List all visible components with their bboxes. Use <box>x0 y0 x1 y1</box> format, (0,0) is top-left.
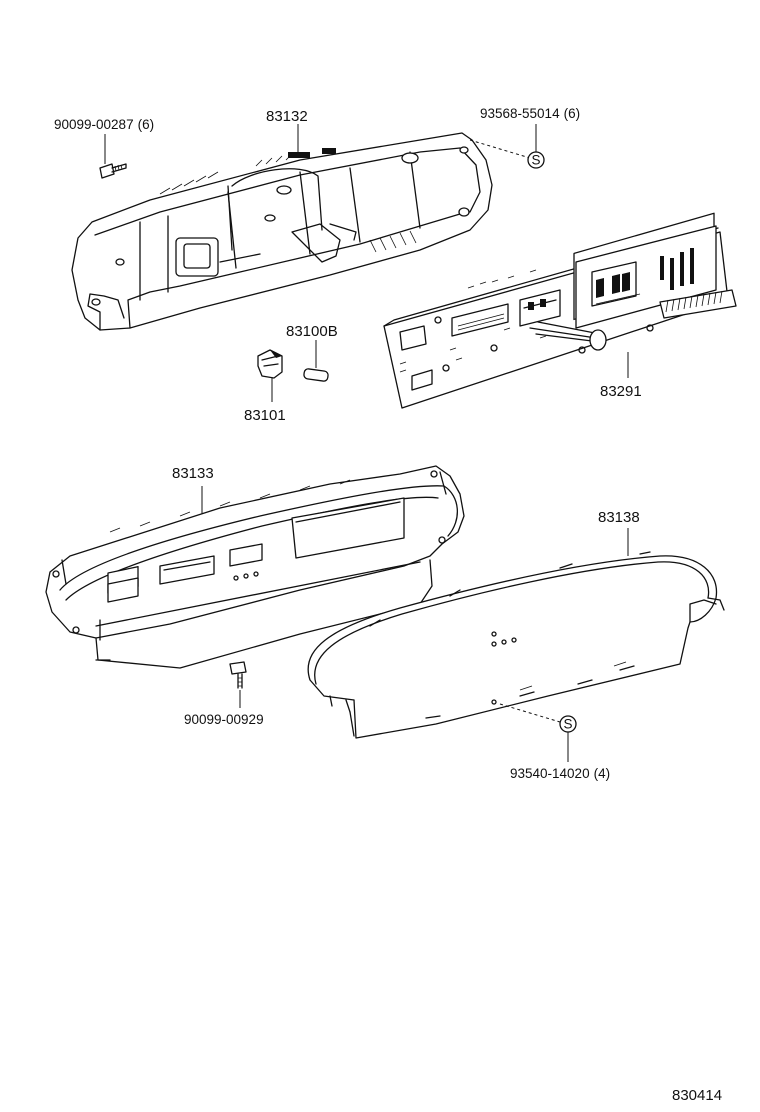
label-socket: 83101 <box>244 407 286 424</box>
label-screw-bottom: 93540-14020(4) <box>510 766 610 781</box>
glass-cover-83138 <box>307 551 725 739</box>
label-rear-case: 83132 <box>266 108 308 125</box>
label-lower-bolt: 90099-00929 <box>184 712 264 727</box>
svg-text:S: S <box>531 153 540 168</box>
label-bracket-bolt: 90099-00287(6) <box>54 117 154 132</box>
diagram-code: 830414 <box>672 1087 722 1104</box>
lower-bolt-icon <box>229 661 247 689</box>
screw-marker-icon: S <box>559 715 577 733</box>
screw-marker-icon: S <box>527 151 545 169</box>
svg-text:S: S <box>563 717 572 732</box>
socket-icon <box>257 349 283 379</box>
circuit-plate-83291 <box>383 212 737 409</box>
rear-case-83132 <box>71 132 493 331</box>
label-bulb: 83100B <box>286 323 338 340</box>
label-glass-cover: 83138 <box>598 509 640 526</box>
front-case-83133 <box>45 465 465 669</box>
label-screw-top-right: 93568-55014(6) <box>480 106 580 121</box>
label-front-case: 83133 <box>172 465 214 482</box>
bracket-bolt-icon <box>99 163 127 179</box>
label-circuit-plate: 83291 <box>600 383 642 400</box>
bulb-icon <box>303 368 329 382</box>
